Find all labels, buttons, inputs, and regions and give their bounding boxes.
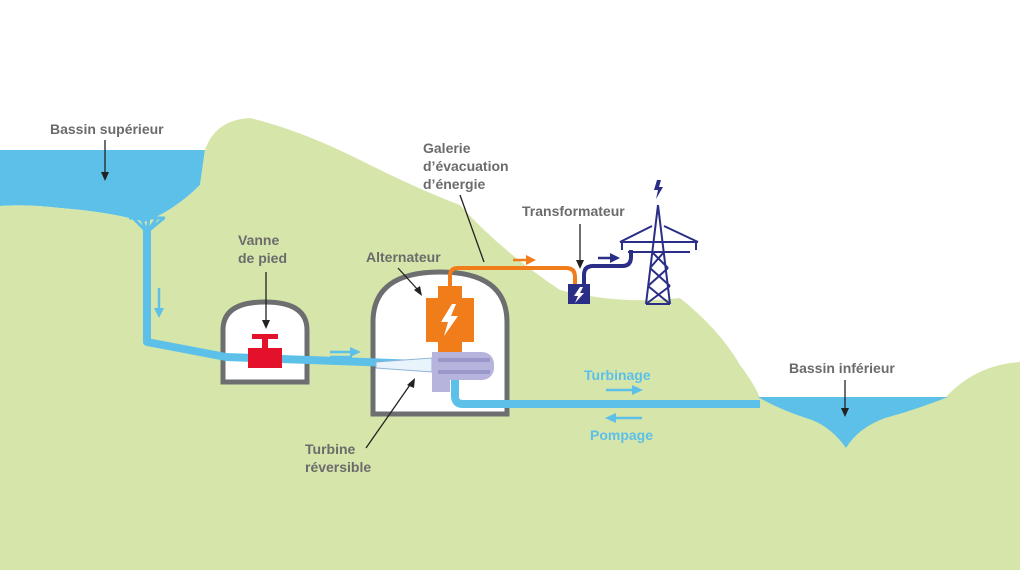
arrow-icon bbox=[605, 413, 642, 423]
label-bassin-inferieur: Bassin inférieur bbox=[789, 360, 895, 376]
label-vanne-2: de pied bbox=[238, 250, 287, 266]
tailrace-pipe bbox=[451, 376, 760, 408]
arrow-icon bbox=[598, 253, 620, 263]
alternator bbox=[426, 286, 474, 352]
label-galerie-2: d’évacuation bbox=[423, 158, 509, 174]
arrow-icon bbox=[154, 288, 164, 318]
label-alternateur: Alternateur bbox=[366, 249, 441, 265]
arrow-icon bbox=[330, 347, 361, 359]
label-bassin-superieur: Bassin supérieur bbox=[50, 121, 164, 137]
valve-icon bbox=[248, 334, 282, 368]
upper-reservoir-water bbox=[0, 150, 205, 222]
label-turbine-2: réversible bbox=[305, 459, 371, 475]
label-turbinage: Turbinage bbox=[584, 367, 651, 383]
terrain bbox=[0, 118, 1020, 570]
transformer-lightning-icon bbox=[574, 287, 584, 303]
energy-gallery-cable bbox=[448, 266, 577, 296]
leader-lines bbox=[101, 140, 849, 449]
label-turbine-1: Turbine bbox=[305, 441, 356, 457]
intake-grate-icon bbox=[129, 216, 165, 234]
label-transformateur: Transformateur bbox=[522, 203, 625, 219]
lightning-icon bbox=[441, 304, 458, 336]
label-vanne-1: Vanne bbox=[238, 232, 279, 248]
label-galerie-3: d’énergie bbox=[423, 176, 485, 192]
arrow-icon bbox=[606, 385, 643, 395]
pylon-lightning-icon bbox=[654, 180, 663, 199]
reversible-turbine bbox=[375, 352, 494, 392]
transformer bbox=[568, 284, 590, 304]
lower-reservoir-water bbox=[758, 397, 948, 448]
penstock-pipe bbox=[143, 230, 421, 368]
label-galerie-1: Galerie bbox=[423, 140, 471, 156]
transformer-output-cable bbox=[582, 250, 633, 286]
label-pompage: Pompage bbox=[590, 427, 653, 443]
arrow-icon bbox=[513, 255, 536, 265]
pylon-icon bbox=[619, 204, 699, 305]
